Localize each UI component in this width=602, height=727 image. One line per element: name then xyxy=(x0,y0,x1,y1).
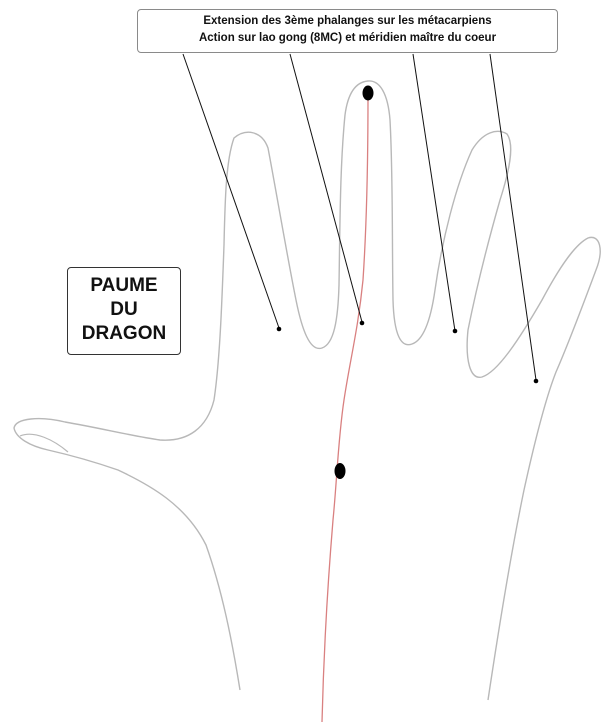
fingertip-point xyxy=(363,86,374,101)
callout-line-2: Action sur lao gong (8MC) et méridien ma… xyxy=(138,30,557,47)
point-marker-1 xyxy=(277,327,282,332)
leader-line-3 xyxy=(413,54,455,331)
leader-line-4 xyxy=(490,54,536,380)
point-marker-3 xyxy=(453,329,458,334)
callout-box: Extension des 3ème phalanges sur les mét… xyxy=(137,9,558,53)
leader-line-1 xyxy=(183,54,279,328)
point-marker-2 xyxy=(360,321,365,326)
title-box: PAUME DU DRAGON xyxy=(67,267,181,355)
title-line-3: DRAGON xyxy=(68,322,180,346)
point-marker-4 xyxy=(534,379,539,384)
title-line-2: DU xyxy=(68,298,180,322)
palm-point-lao-gong xyxy=(335,463,346,479)
heart-meridian-line xyxy=(322,95,368,722)
title-line-1: PAUME xyxy=(68,274,180,298)
callout-line-1: Extension des 3ème phalanges sur les mét… xyxy=(138,13,557,30)
hand-outline xyxy=(14,81,600,700)
